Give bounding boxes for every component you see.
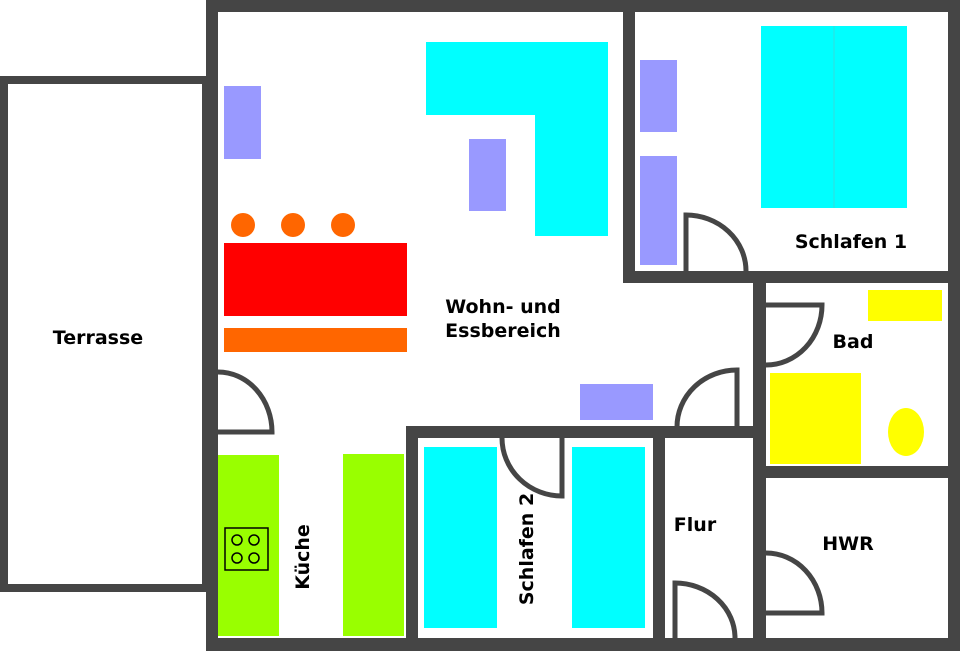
terrace-door[interactable] — [217, 369, 275, 435]
sofa — [426, 42, 608, 115]
label-terrasse: Terrasse — [53, 327, 143, 349]
shower — [770, 373, 861, 464]
label-wohn-1: Wohn- und — [445, 296, 561, 318]
bedroom2-door[interactable] — [499, 437, 565, 499]
stool — [331, 213, 355, 237]
label-flur: Flur — [674, 514, 717, 536]
label-hwr: HWR — [822, 533, 874, 555]
label-wohn-2: Essbereich — [445, 320, 561, 342]
kitchen-counter-right — [343, 454, 404, 636]
dining-table — [224, 243, 407, 316]
walls — [206, 0, 960, 651]
label-bad: Bad — [833, 331, 874, 353]
utility-room-door[interactable] — [765, 550, 825, 616]
chairs — [224, 60, 677, 420]
sideboard — [580, 384, 653, 420]
bed-right — [572, 447, 645, 628]
bed-left — [424, 447, 497, 628]
kitchen-counter-left — [218, 455, 279, 636]
label-schlafen-2: Schlafen 2 — [516, 493, 538, 605]
stool — [231, 213, 255, 237]
stove-icon — [224, 527, 269, 571]
wardrobe — [640, 60, 677, 132]
doors — [217, 212, 825, 639]
label-schlafen-1: Schlafen 1 — [795, 231, 907, 253]
wardrobe — [640, 156, 677, 265]
chair — [224, 86, 261, 159]
entrance-door[interactable] — [672, 580, 738, 639]
bathroom-door[interactable] — [765, 302, 825, 368]
hallway-door[interactable] — [674, 367, 740, 428]
bedroom1-door[interactable] — [683, 212, 749, 272]
stool — [281, 213, 305, 237]
sofa-corner — [535, 114, 608, 236]
label-kueche: Küche — [292, 524, 314, 590]
sink — [868, 290, 942, 321]
toilet — [888, 408, 924, 456]
chair — [469, 139, 506, 211]
bench — [224, 328, 407, 352]
